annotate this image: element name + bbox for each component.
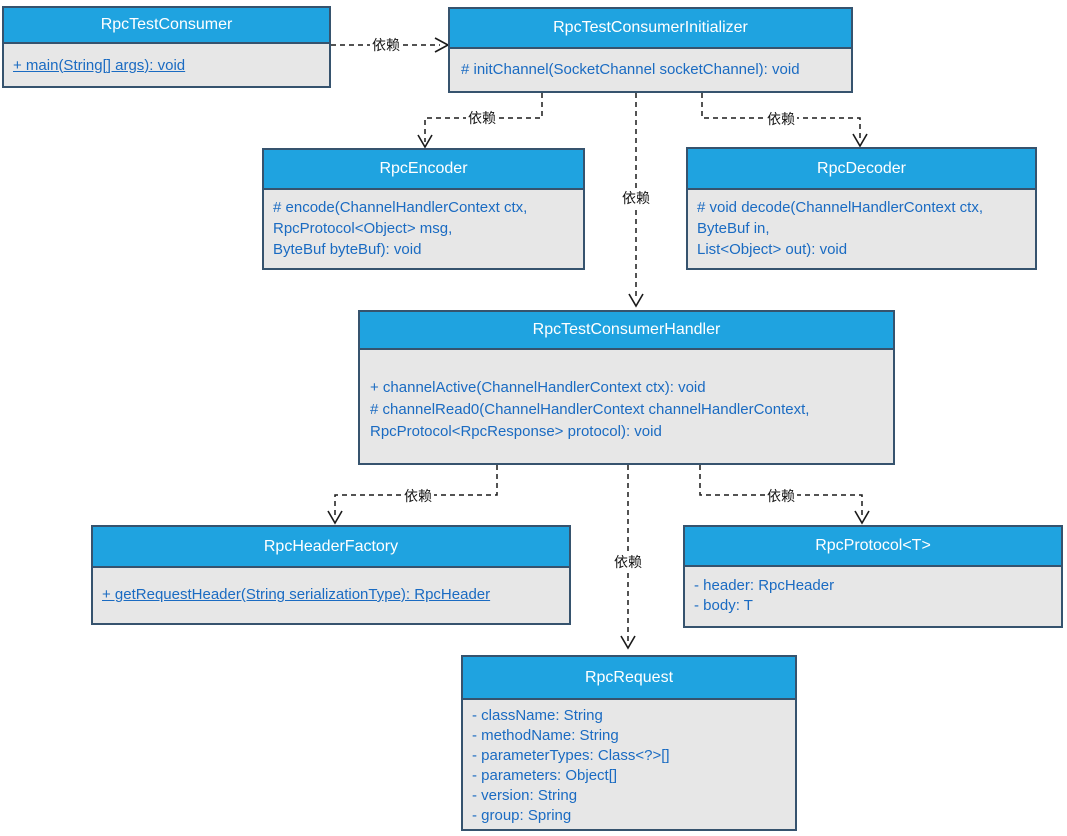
class-title: RpcTestConsumer	[4, 8, 329, 44]
dependency-label: 依赖	[765, 486, 797, 506]
dependency-label: 依赖	[620, 188, 652, 208]
arrowhead-down	[628, 293, 644, 308]
arrowhead-down	[417, 134, 433, 149]
dependency-label: 依赖	[765, 109, 797, 129]
class-member: - parameterTypes: Class<?>[]	[472, 747, 670, 764]
arrowhead-down	[852, 133, 868, 148]
class-rpc-test-consumer-initializer[interactable]: RpcTestConsumerInitializer # initChannel…	[448, 7, 853, 93]
class-member: ByteBuf in,	[697, 220, 770, 237]
class-member: RpcProtocol<Object> msg,	[273, 220, 453, 237]
class-rpc-test-consumer[interactable]: RpcTestConsumer + main(String[] args): v…	[2, 6, 331, 88]
class-rpc-decoder[interactable]: RpcDecoder # void decode(ChannelHandlerC…	[686, 147, 1037, 270]
class-member: - group: Spring	[472, 807, 572, 824]
class-member: - className: String	[472, 707, 603, 724]
dependency-label: 依赖	[402, 486, 434, 506]
class-rpc-protocol[interactable]: RpcProtocol<T> - header: RpcHeader - bod…	[683, 525, 1063, 628]
class-member: + channelActive(ChannelHandlerContext ct…	[370, 379, 706, 396]
class-title: RpcEncoder	[264, 150, 583, 190]
class-title: RpcTestConsumerInitializer	[450, 9, 851, 49]
dependency-label: 依赖	[612, 552, 644, 572]
class-rpc-request[interactable]: RpcRequest - className: String - methodN…	[461, 655, 797, 831]
class-rpc-encoder[interactable]: RpcEncoder # encode(ChannelHandlerContex…	[262, 148, 585, 270]
class-member: - parameters: Object[]	[472, 767, 618, 784]
class-member: List<Object> out): void	[697, 241, 848, 258]
arrowhead-down	[620, 635, 636, 650]
class-member: ByteBuf byteBuf): void	[273, 241, 422, 258]
arrowhead-right	[434, 37, 450, 53]
class-member: + getRequestHeader(String serializationT…	[102, 586, 491, 603]
arrowhead-down	[854, 510, 870, 525]
class-member: RpcProtocol<RpcResponse> protocol): void	[370, 423, 662, 440]
class-rpc-test-consumer-handler[interactable]: RpcTestConsumerHandler + channelActive(C…	[358, 310, 895, 465]
class-member: # void decode(ChannelHandlerContext ctx,	[697, 199, 984, 216]
class-member: # channelRead0(ChannelHandlerContext cha…	[370, 401, 810, 418]
class-member: - header: RpcHeader	[694, 577, 835, 594]
class-title: RpcProtocol<T>	[685, 527, 1061, 567]
class-rpc-header-factory[interactable]: RpcHeaderFactory + getRequestHeader(Stri…	[91, 525, 571, 625]
class-member: - body: T	[694, 597, 753, 614]
class-title: RpcTestConsumerHandler	[360, 312, 893, 350]
arrowhead-down	[327, 510, 343, 525]
dependency-label: 依赖	[370, 35, 402, 55]
class-title: RpcRequest	[463, 657, 795, 700]
class-member: - methodName: String	[472, 727, 619, 744]
class-member: # initChannel(SocketChannel socketChanne…	[461, 60, 800, 78]
class-member: # encode(ChannelHandlerContext ctx,	[273, 199, 528, 216]
class-title: RpcDecoder	[688, 149, 1035, 190]
class-title: RpcHeaderFactory	[93, 527, 569, 568]
class-member: + main(String[] args): void	[13, 56, 186, 74]
dependency-label: 依赖	[466, 108, 498, 128]
class-member: - version: String	[472, 787, 578, 804]
